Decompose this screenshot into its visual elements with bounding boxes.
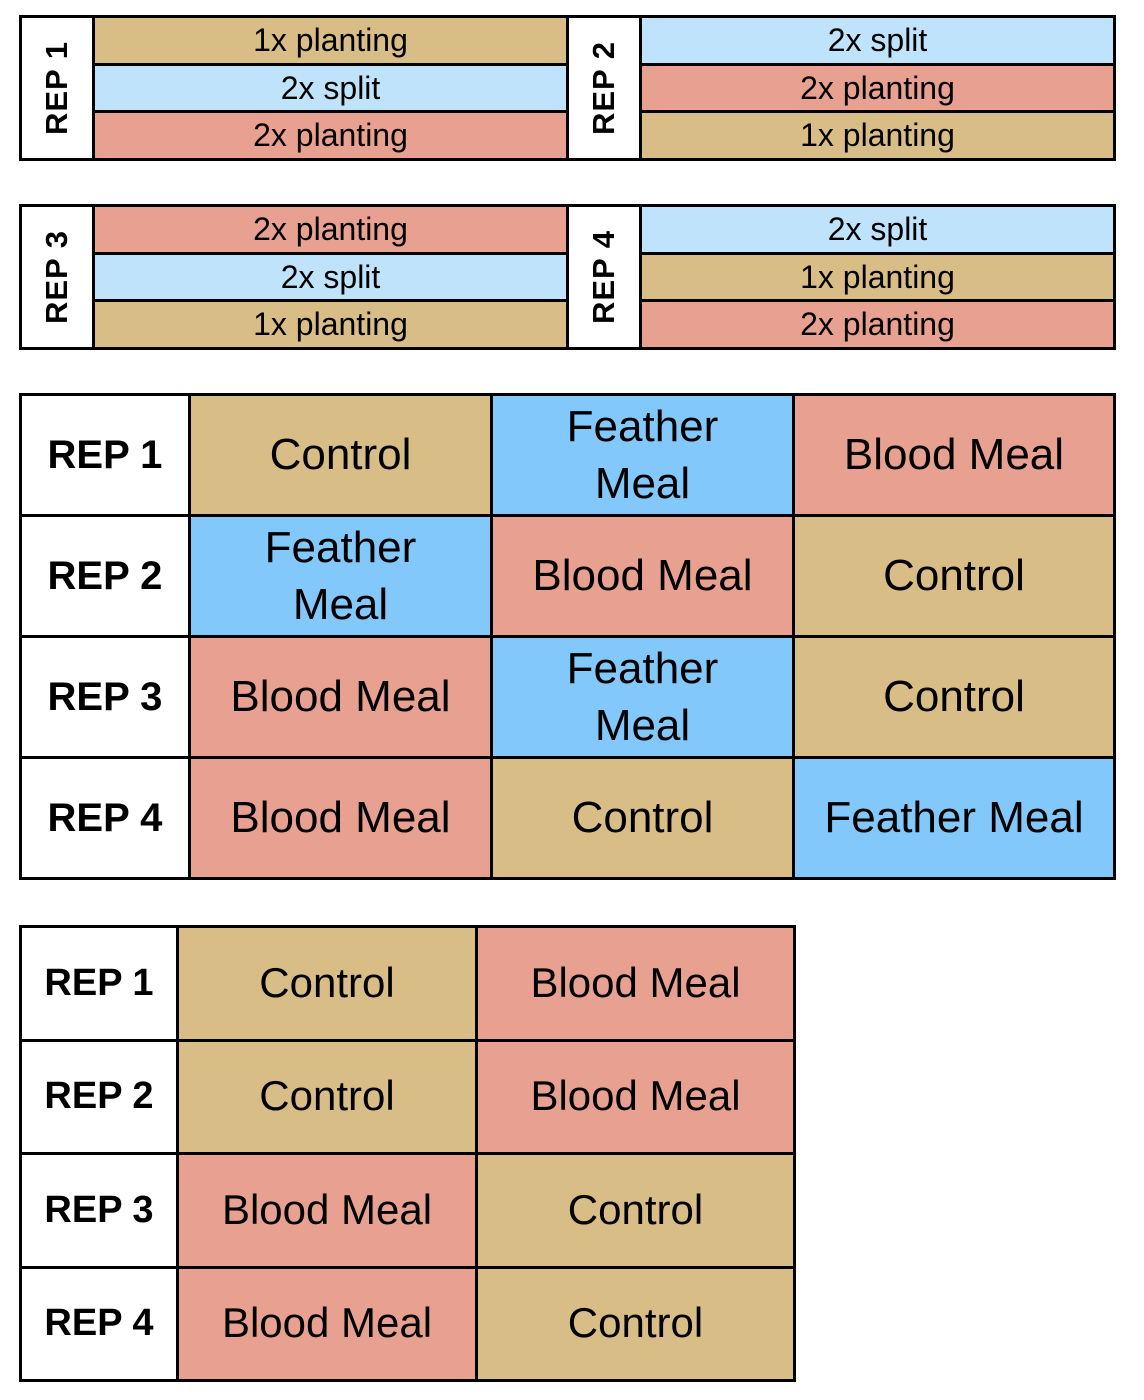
- plot-cell: Blood Meal: [191, 638, 490, 756]
- rep-label: REP 4: [569, 207, 639, 347]
- rep-label: REP 3: [22, 638, 188, 756]
- plot-cell: Blood Meal: [493, 517, 792, 635]
- treatment-grid-3: REP 1 Control Feather Meal Blood Meal RE…: [19, 393, 1116, 880]
- plot-cell: 1x planting: [642, 251, 1113, 300]
- plot-cell: 2x planting: [642, 62, 1113, 111]
- plot-cell: Blood Meal: [795, 396, 1113, 514]
- plot-cell: 1x planting: [95, 299, 566, 348]
- plot-cell: Control: [493, 759, 792, 877]
- plot-cell: 2x split: [95, 251, 566, 300]
- rep-label: REP 1: [22, 18, 92, 158]
- plot-cell: Blood Meal: [191, 759, 490, 877]
- plot-cell: Blood Meal: [478, 1041, 793, 1152]
- rep-label: REP 2: [22, 517, 188, 635]
- plot-cell: Feather Meal: [493, 396, 792, 514]
- rep-label: REP 4: [22, 759, 188, 877]
- plot-cell: Blood Meal: [478, 928, 793, 1039]
- plot-cell: Control: [179, 1041, 475, 1152]
- plot-cell: 2x planting: [95, 110, 566, 159]
- plot-column: 2x split 2x planting 1x planting: [642, 18, 1113, 159]
- plot-cell: 2x split: [642, 18, 1113, 63]
- rep-label: REP 3: [22, 207, 92, 347]
- treatment-grid-2: REP 1 Control Blood Meal REP 2 Control B…: [19, 925, 796, 1382]
- rep-label: REP 4: [22, 1268, 176, 1379]
- plot-cell: Feather Meal: [795, 759, 1113, 877]
- plot-cell: Control: [478, 1268, 793, 1379]
- rep-label: REP 3: [22, 1155, 176, 1266]
- plot-cell: 2x planting: [642, 299, 1113, 348]
- plot-cell: 1x planting: [95, 18, 566, 63]
- plot-cell: Control: [478, 1155, 793, 1266]
- plot-column: 1x planting 2x split 2x planting: [95, 18, 566, 159]
- plot-cell: 2x split: [95, 62, 566, 111]
- plot-column: 2x planting 2x split 1x planting: [95, 207, 566, 348]
- rep-label: REP 1: [22, 396, 188, 514]
- rep-block-3-4: REP 3 2x planting 2x split 1x planting R…: [19, 204, 1116, 350]
- plot-cell: Control: [179, 928, 475, 1039]
- plot-cell: Control: [191, 396, 490, 514]
- plot-cell: Feather Meal: [493, 638, 792, 756]
- plot-column: 2x split 1x planting 2x planting: [642, 207, 1113, 348]
- rep-label: REP 2: [22, 1041, 176, 1152]
- plot-cell: 2x split: [642, 207, 1113, 252]
- plot-cell: Feather Meal: [191, 517, 490, 635]
- plot-cell: 1x planting: [642, 110, 1113, 159]
- plot-cell: Control: [795, 517, 1113, 635]
- plot-cell: Control: [795, 638, 1113, 756]
- rep-label: REP 1: [22, 928, 176, 1039]
- plot-cell: 2x planting: [95, 207, 566, 252]
- rep-block-1-2: REP 1 1x planting 2x split 2x planting R…: [19, 15, 1116, 161]
- plot-cell: Blood Meal: [179, 1268, 475, 1379]
- rep-label: REP 2: [569, 18, 639, 158]
- plot-cell: Blood Meal: [179, 1155, 475, 1266]
